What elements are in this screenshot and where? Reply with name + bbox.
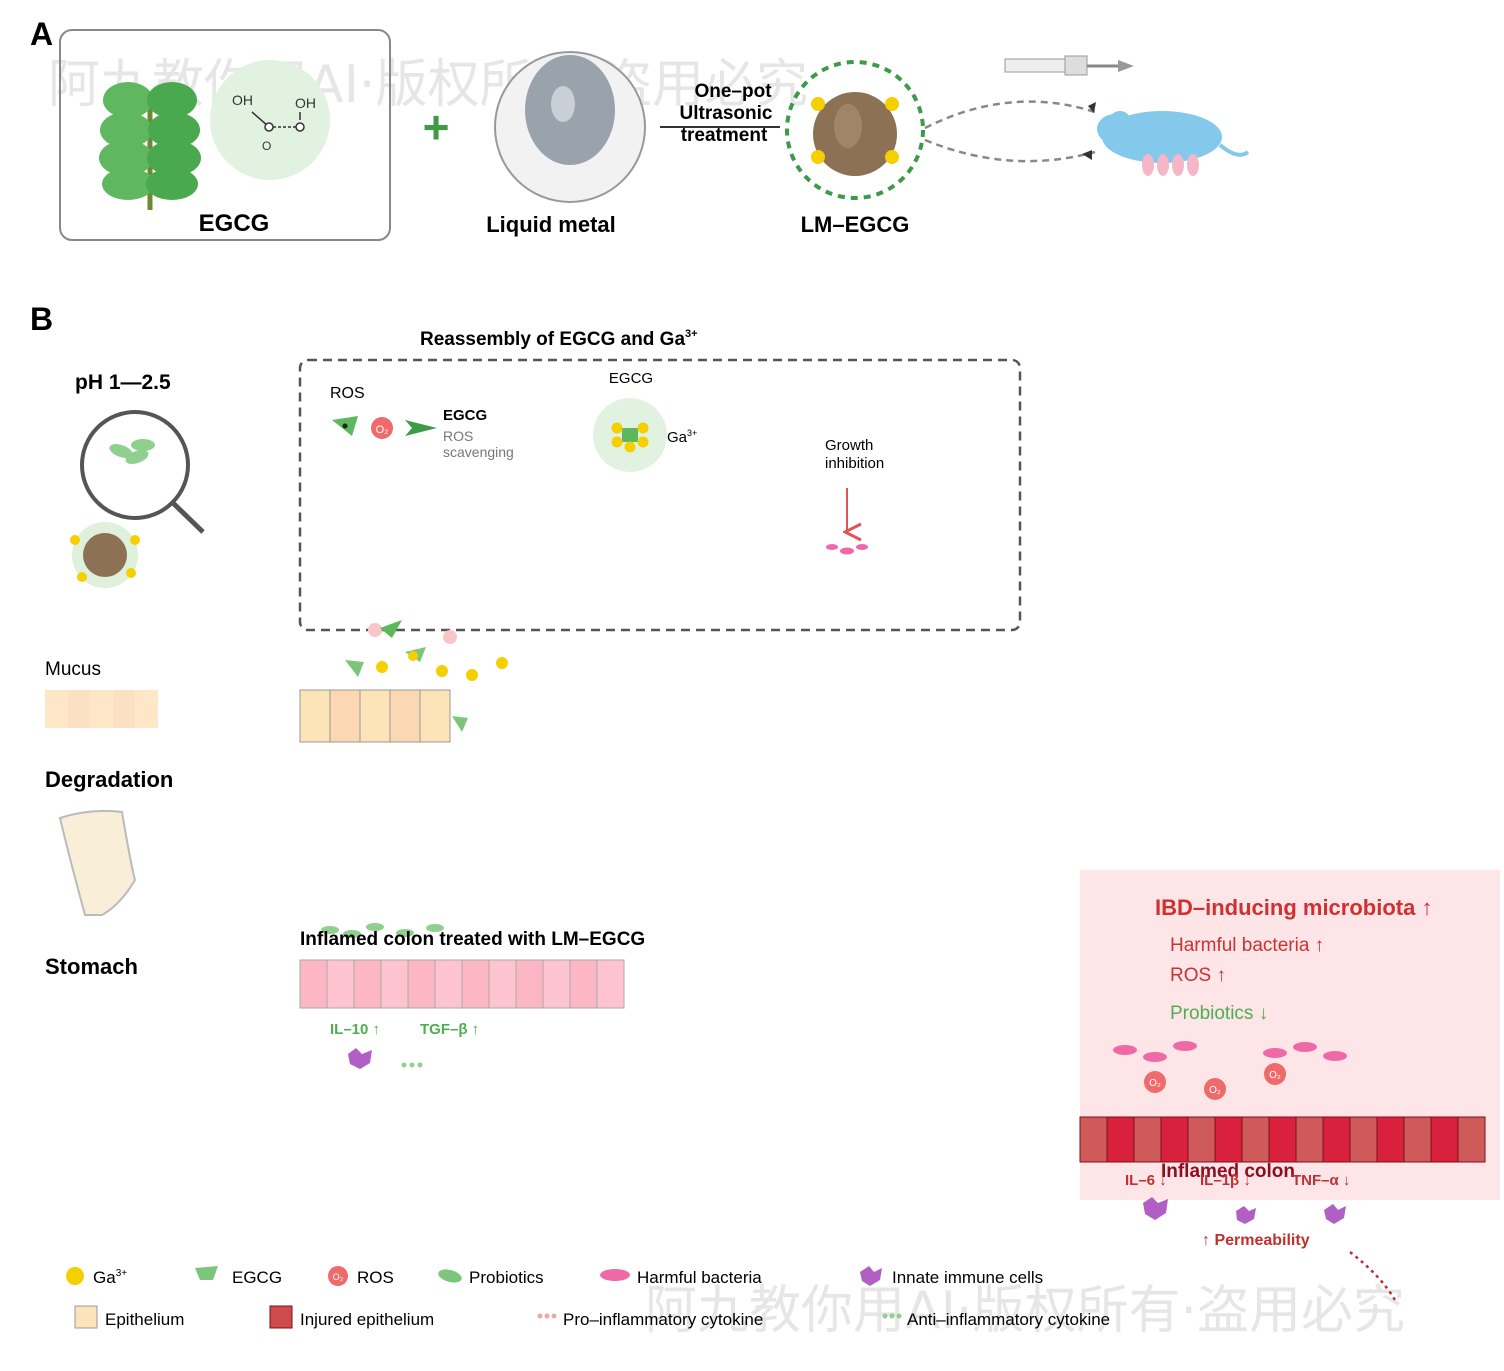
degradation-label: Degradation bbox=[45, 767, 173, 792]
ga-label: Ga3+ bbox=[667, 428, 697, 446]
ros-scavenging-line-2: scavenging bbox=[443, 444, 514, 460]
egcg-bold-label: EGCG bbox=[443, 407, 487, 424]
mouse-icon bbox=[1082, 102, 1250, 176]
egcg-label: EGCG bbox=[199, 210, 270, 237]
il1b-label: IL–1β ↓ bbox=[1200, 1172, 1251, 1189]
growth-inhibition-line-2: inhibition bbox=[825, 455, 884, 472]
healthy-epithelium bbox=[299, 689, 451, 743]
mol-oh-2: OH bbox=[295, 95, 316, 111]
legend-epithelium-icon bbox=[74, 1305, 98, 1329]
legend-ga-icon bbox=[66, 1267, 84, 1285]
magnifier-icon bbox=[80, 410, 205, 534]
ros-scavenging-line-1: ROS bbox=[443, 428, 473, 444]
liquid-metal-label: Liquid metal bbox=[486, 212, 616, 237]
mucus-label: Mucus bbox=[45, 659, 101, 680]
legend-injured-label: Injured epithelium bbox=[300, 1310, 434, 1329]
stomach-shape-icon bbox=[58, 809, 137, 916]
syringe-icon bbox=[1004, 55, 1134, 76]
mucus-swatch bbox=[45, 690, 158, 728]
ibd-title: IBD–inducing microbiota ↑ bbox=[1155, 895, 1432, 920]
liquid-metal-droplet bbox=[494, 51, 646, 203]
tea-plant-icon bbox=[99, 82, 201, 210]
immune-cells-inflamed bbox=[1143, 1197, 1346, 1224]
legend-pro-cytokine-label: Pro–inflammatory cytokine bbox=[563, 1310, 763, 1329]
panel-b-label: B bbox=[30, 301, 53, 337]
legend-ga-label: Ga3+ bbox=[93, 1268, 127, 1287]
legend-probiotics-icon bbox=[438, 1269, 462, 1283]
ros-cluster bbox=[1144, 1063, 1286, 1100]
lm-egcg-label: LM–EGCG bbox=[801, 212, 910, 237]
released-particles bbox=[345, 620, 508, 732]
legend-probiotics-label: Probiotics bbox=[469, 1268, 544, 1287]
egcg-arrow-icon bbox=[405, 420, 437, 436]
box-title: Reassembly of EGCG and Ga3+ bbox=[420, 328, 698, 350]
process-line-1: One–pot bbox=[694, 81, 772, 102]
mol-oh-1: OH bbox=[232, 92, 253, 108]
anti-cytokine-dots bbox=[401, 1062, 423, 1068]
immune-cell-icon bbox=[348, 1048, 372, 1069]
gavage-path-upper bbox=[924, 100, 1096, 130]
legend-anti-cytokine-label: Anti–inflammatory cytokine bbox=[907, 1310, 1110, 1329]
legend: Ga3+ EGCG O₂ ROS Probiotics Harmful bact… bbox=[66, 1266, 1110, 1329]
gavage-path-lower bbox=[924, 138, 1096, 163]
process-line-3: treatment bbox=[681, 125, 768, 146]
legend-immune-icon bbox=[860, 1266, 882, 1286]
tnfa-label: TNF–α ↓ bbox=[1292, 1172, 1350, 1189]
inflamed-colon-label: Inflamed colon bbox=[1161, 1161, 1295, 1182]
lm-egcg-small-particle bbox=[70, 522, 140, 588]
mucus-stripe bbox=[68, 690, 90, 728]
il6-label: IL–6 ↓ bbox=[1125, 1172, 1167, 1189]
plus-sign: + bbox=[423, 101, 450, 153]
legend-harmful-icon bbox=[600, 1269, 630, 1281]
legend-injured-icon bbox=[269, 1305, 293, 1329]
egcg-molecule-bg bbox=[210, 60, 330, 180]
reassembly-box bbox=[298, 358, 1022, 632]
egcg-molecule-icon bbox=[251, 111, 305, 132]
legend-harmful-label: Harmful bacteria bbox=[637, 1268, 762, 1287]
legend-ros-o2: O₂ bbox=[333, 1272, 344, 1282]
ros-label: ROS bbox=[330, 385, 365, 402]
ros-cluster-o2-3: O₂ bbox=[1269, 1070, 1281, 1081]
ros-up: ROS ↑ bbox=[1170, 965, 1226, 986]
permeability-label: ↑ Permeability bbox=[1202, 1232, 1310, 1249]
treated-colon-epithelium bbox=[299, 959, 625, 1009]
legend-anti-cytokine-icon bbox=[882, 1313, 902, 1319]
harmful-bacteria-up: Harmful bacteria ↑ bbox=[1170, 935, 1324, 956]
bacteria-cluster-icon bbox=[826, 544, 868, 555]
ros-o2-icon bbox=[371, 417, 393, 439]
growth-inhibition-line-1: Growth bbox=[825, 437, 873, 454]
ros-cluster-o2-2: O₂ bbox=[1209, 1085, 1221, 1096]
legend-pro-cytokine-icon bbox=[537, 1313, 557, 1319]
probiotics-on-colon bbox=[321, 923, 444, 938]
legend-ros-label: ROS bbox=[357, 1268, 394, 1287]
legend-ros-icon bbox=[328, 1266, 348, 1286]
legend-egcg-icon bbox=[195, 1266, 218, 1280]
ga-egcg-complex-icon bbox=[593, 398, 667, 472]
ph-label: pH 1—2.5 bbox=[75, 371, 171, 394]
legend-immune-label: Innate immune cells bbox=[892, 1268, 1043, 1287]
il10-label: IL–10 ↑ bbox=[330, 1021, 380, 1038]
legend-egcg-label: EGCG bbox=[232, 1268, 282, 1287]
injured-epithelium-row bbox=[1079, 1116, 1486, 1163]
treated-colon-title: Inflamed colon treated with LM–EGCG bbox=[300, 929, 645, 950]
egcg-top-label: EGCG bbox=[609, 370, 653, 387]
permeability-dotted-line bbox=[1349, 1251, 1397, 1301]
ros-cluster-o2-1: O₂ bbox=[1149, 1078, 1161, 1089]
ros-o2-text: O₂ bbox=[376, 424, 389, 436]
tgfb-label: TGF–β ↑ bbox=[420, 1021, 479, 1038]
legend-epithelium-label: Epithelium bbox=[105, 1310, 184, 1329]
stomach-label: Stomach bbox=[45, 954, 138, 979]
probiotics-down: Probiotics ↓ bbox=[1170, 1003, 1268, 1024]
harmful-bacteria-cluster bbox=[1113, 1041, 1347, 1062]
mol-o: O bbox=[262, 139, 271, 153]
egcg-box bbox=[59, 29, 391, 241]
process-line-2: Ultrasonic bbox=[680, 103, 773, 124]
mucus-stripe bbox=[113, 690, 135, 728]
egcg-wedge-dot bbox=[342, 423, 348, 429]
lm-egcg-particle bbox=[785, 60, 925, 200]
panel-a-label: A bbox=[30, 16, 53, 52]
